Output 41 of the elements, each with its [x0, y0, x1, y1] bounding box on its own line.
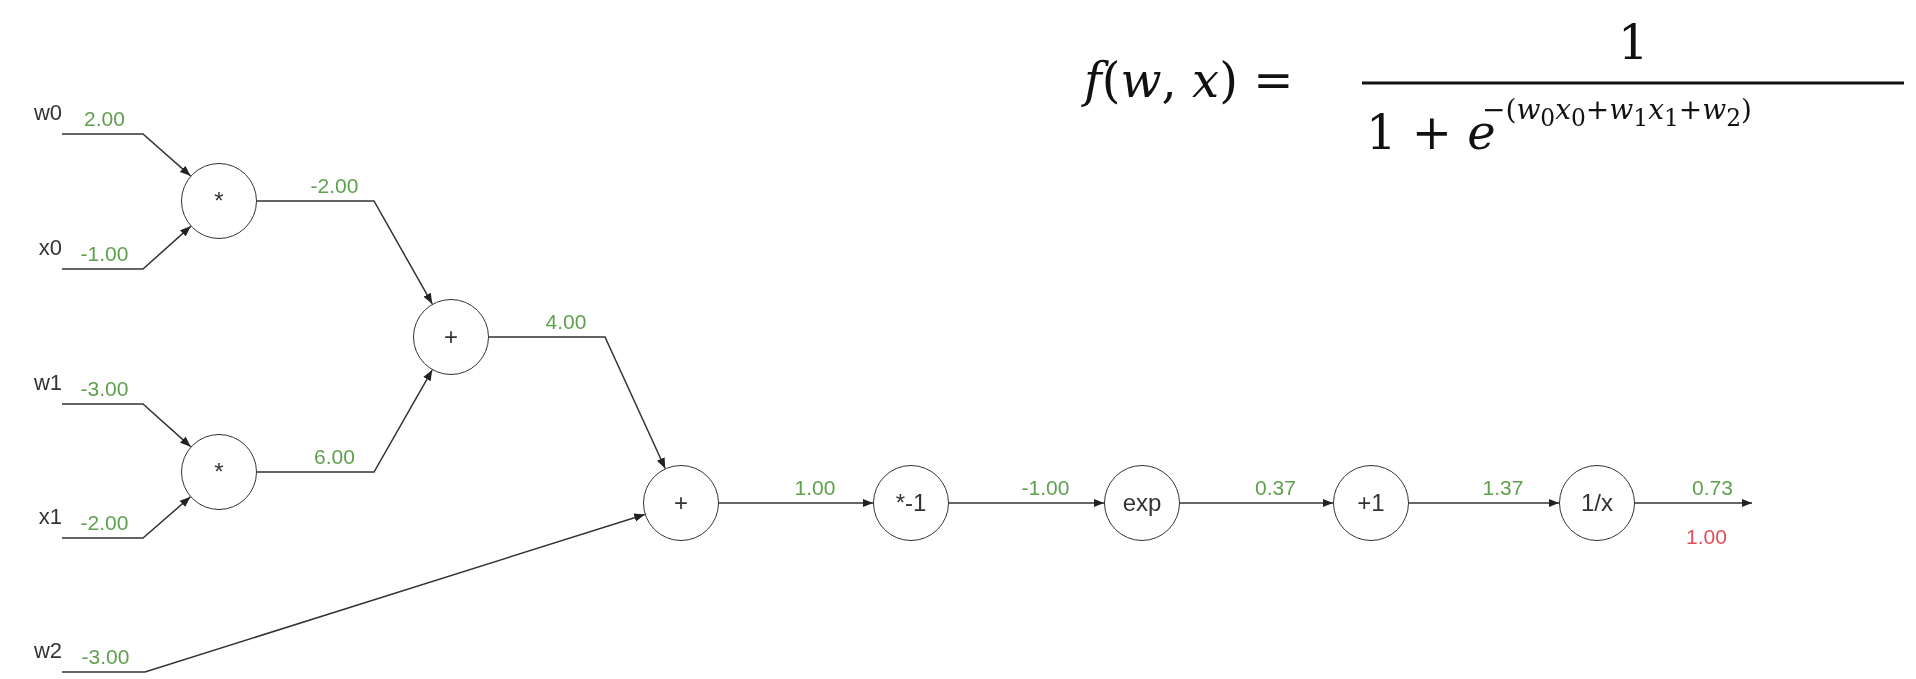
input-label: x0	[8, 235, 62, 269]
operation-circle: 1/x	[1559, 465, 1635, 541]
value-label: 4.00	[545, 311, 587, 332]
arrow	[1179, 498, 1334, 508]
gradient-label: 1.00	[1686, 526, 1727, 547]
input-label: w2	[8, 638, 62, 672]
value-label: 6.00	[314, 446, 355, 467]
arrow	[256, 200, 434, 305]
operation-circle: +	[643, 465, 719, 541]
arrow	[61, 403, 192, 448]
value-label: -3.00	[81, 646, 130, 667]
arrow	[718, 498, 874, 508]
arrow	[61, 496, 192, 539]
arrow	[256, 369, 433, 473]
value-label: -2.00	[80, 512, 129, 533]
operation-circle: +1	[1333, 465, 1409, 541]
arrow	[1408, 498, 1560, 508]
operation-circle: *-1	[873, 465, 949, 541]
value-label: -2.00	[310, 175, 359, 196]
arrow	[61, 225, 192, 270]
formula-text: 1	[1618, 18, 1649, 66]
operation-circle: +	[413, 299, 489, 375]
arrow	[61, 513, 646, 673]
operation-circle: exp	[1104, 465, 1180, 541]
value-label: 0.73	[1692, 477, 1733, 498]
arrow	[1634, 498, 1753, 508]
input-label: w1	[8, 370, 62, 404]
value-label: -1.00	[1021, 477, 1070, 498]
value-label: 1.00	[794, 477, 836, 498]
value-label: -3.00	[80, 378, 129, 399]
input-label: w0	[8, 100, 62, 134]
input-label: x1	[8, 504, 62, 538]
value-label: 1.37	[1482, 477, 1524, 498]
value-label: 2.00	[84, 108, 125, 129]
arrow	[488, 336, 666, 470]
operation-circle: *	[181, 434, 257, 510]
value-label: 0.37	[1255, 477, 1296, 498]
arrow	[61, 133, 192, 177]
value-label: -1.00	[80, 243, 129, 264]
operation-circle: *	[181, 163, 257, 239]
arrow	[948, 498, 1105, 508]
